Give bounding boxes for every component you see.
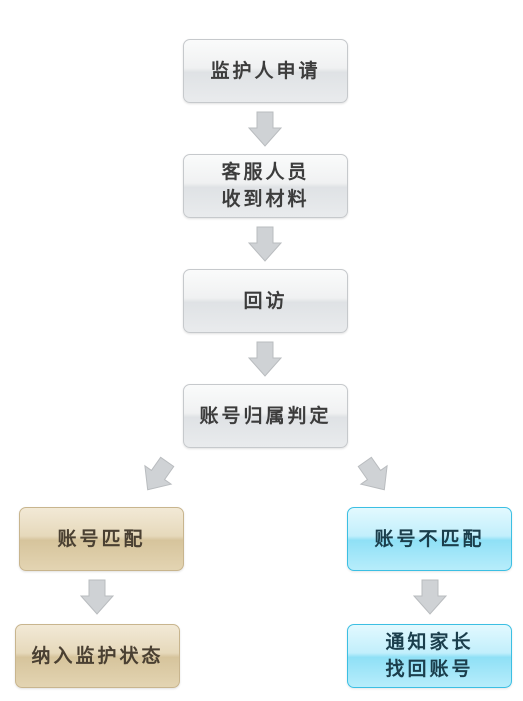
step-account-match: 账号匹配 <box>19 507 184 571</box>
step-callback: 回访 <box>183 269 348 333</box>
arrow-down-3 <box>247 341 283 377</box>
arrow-diagonal-left <box>144 456 175 491</box>
arrow-down-2 <box>247 226 283 262</box>
step-service-receive: 客服人员 收到材料 <box>183 154 348 218</box>
step-guardian-apply: 监护人申请 <box>183 39 348 103</box>
step-account-judge: 账号归属判定 <box>183 384 348 448</box>
step-service-receive-line1: 客服人员 <box>221 161 310 183</box>
arrow-down-right-branch <box>412 579 448 615</box>
step-callback-label: 回访 <box>243 289 288 312</box>
step-notify-parent-line2: 找回账号 <box>385 658 474 680</box>
step-service-receive-line2: 收到材料 <box>221 188 310 210</box>
arrow-diagonal-right <box>357 456 388 491</box>
step-account-no-match-label: 账号不匹配 <box>374 527 485 550</box>
arrow-down-left-branch <box>79 579 115 615</box>
step-account-match-label: 账号匹配 <box>57 527 146 550</box>
step-account-no-match: 账号不匹配 <box>347 507 512 571</box>
step-include-guardian: 纳入监护状态 <box>15 624 180 688</box>
step-notify-parent-line1: 通知家长 <box>385 631 474 653</box>
step-account-judge-label: 账号归属判定 <box>199 404 332 427</box>
arrow-down-1 <box>247 111 283 147</box>
step-include-guardian-label: 纳入监护状态 <box>31 644 164 667</box>
step-guardian-apply-label: 监护人申请 <box>210 59 321 82</box>
step-notify-parent: 通知家长 找回账号 <box>347 624 512 688</box>
